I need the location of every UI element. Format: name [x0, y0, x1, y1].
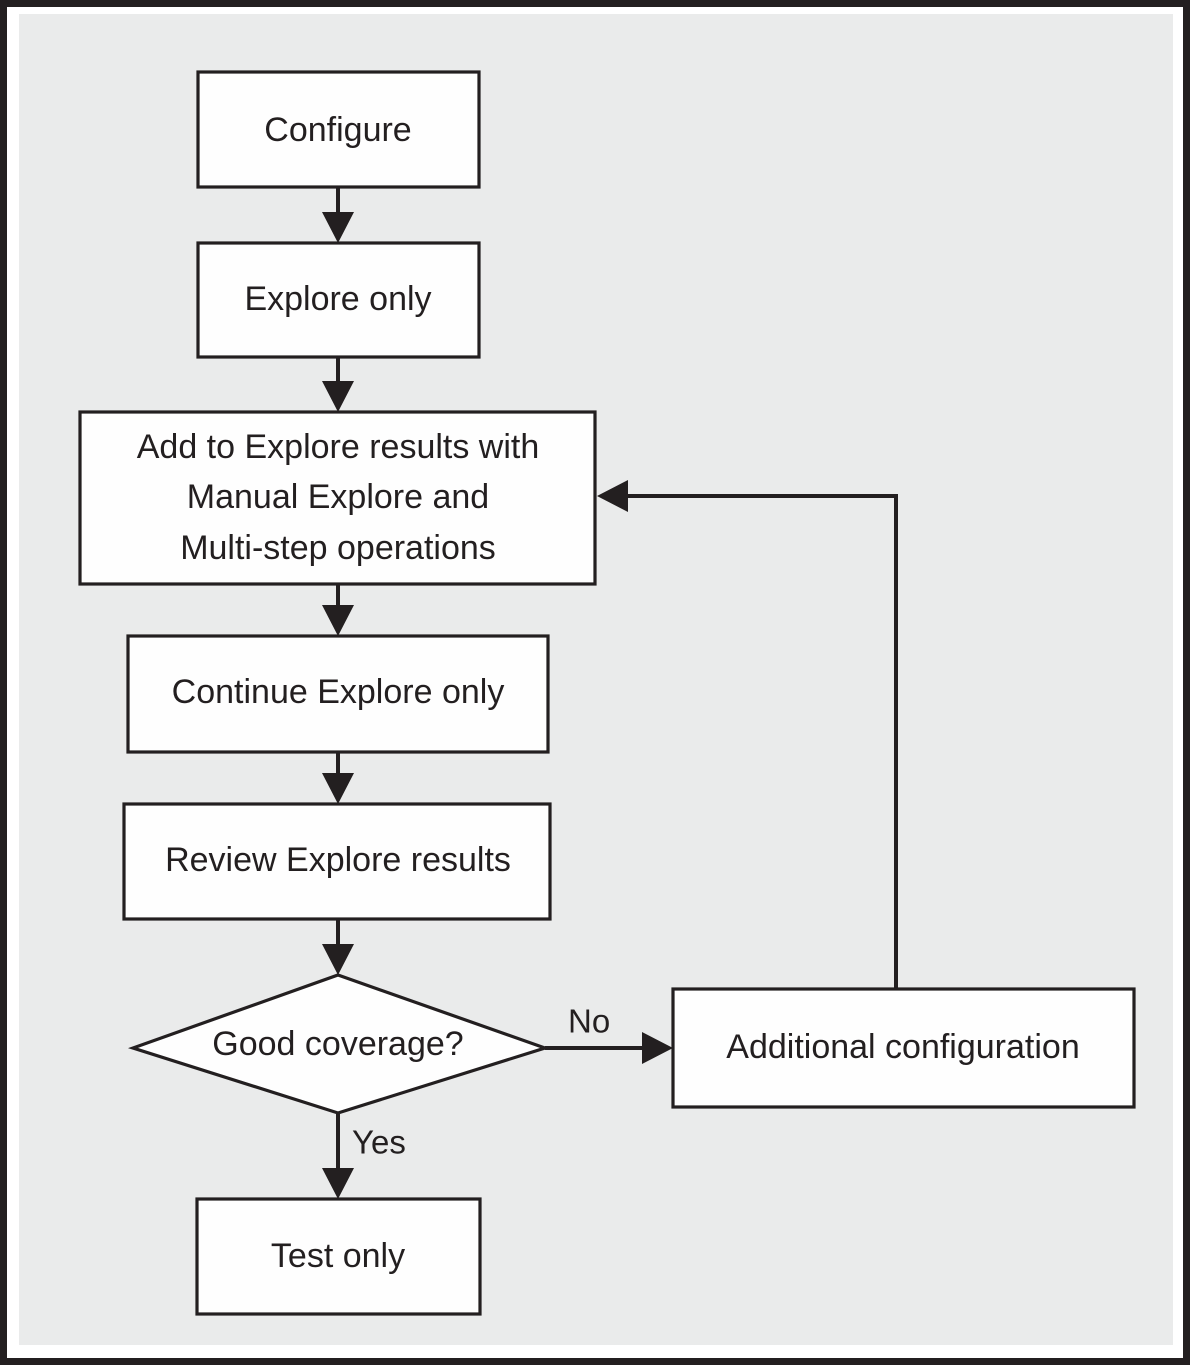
node-explore-only[interactable]: Explore only: [196, 241, 481, 359]
node-good-coverage-label: Good coverage?: [212, 1025, 463, 1063]
edge-explore-only-to-add-to-explore: [322, 357, 354, 412]
node-review-explore-results-label: Review Explore results: [165, 841, 511, 879]
edge-configure-to-explore-only: [322, 187, 354, 243]
node-test-only[interactable]: Test only: [195, 1197, 482, 1316]
flowchart-svg: Configure Explore only Add to Explore re…: [78, 70, 1136, 1316]
node-add-to-explore-label-line-3: Multi-step operations: [180, 529, 496, 567]
edge-good-coverage-yes-to-test-only: [322, 1113, 354, 1199]
node-test-only-label: Test only: [271, 1237, 405, 1275]
edge-good-coverage-no-to-additional-configuration: [545, 1032, 673, 1064]
node-additional-configuration-label: Additional configuration: [726, 1028, 1079, 1066]
edge-additional-configuration-to-add-to-explore: [597, 480, 898, 989]
edge-continue-explore-only-to-review-explore-results: [322, 752, 354, 804]
node-explore-only-label: Explore only: [244, 280, 431, 318]
node-continue-explore-only-label: Continue Explore only: [172, 673, 505, 711]
node-configure-label: Configure: [264, 111, 411, 149]
node-continue-explore-only[interactable]: Continue Explore only: [126, 634, 550, 754]
node-review-explore-results[interactable]: Review Explore results: [122, 802, 552, 921]
edge-label-no: No: [568, 1003, 610, 1040]
node-add-to-explore-label-line-2: Manual Explore and: [187, 478, 489, 516]
edge-review-explore-results-to-good-coverage: [322, 919, 354, 975]
edge-label-yes: Yes: [352, 1124, 406, 1161]
edge-add-to-explore-to-continue-explore-only: [322, 584, 354, 636]
node-good-coverage[interactable]: Good coverage?: [127, 973, 551, 1115]
node-add-to-explore-label-line-1: Add to Explore results with: [137, 428, 540, 466]
node-additional-configuration[interactable]: Additional configuration: [671, 987, 1136, 1109]
node-add-to-explore[interactable]: Add to Explore results with Manual Explo…: [78, 410, 597, 586]
node-configure[interactable]: Configure: [196, 70, 481, 189]
